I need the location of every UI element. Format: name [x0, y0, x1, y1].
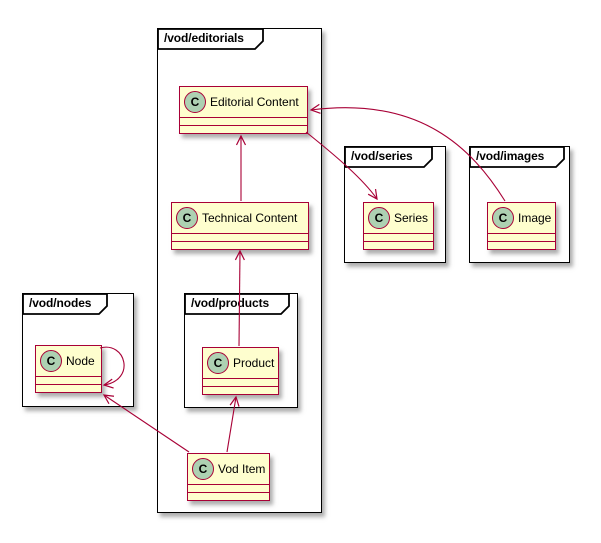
class-name: Product: [233, 356, 275, 370]
class-stereotype-icon: C: [207, 352, 229, 374]
package-label: /vod/images: [476, 149, 545, 163]
package-label: /vod/nodes: [29, 296, 92, 310]
class-methods-compartment: [488, 241, 555, 249]
class-stereotype-icon: C: [368, 207, 390, 229]
class-title-row: C Technical Content: [172, 203, 308, 233]
class-name: Image: [518, 211, 552, 225]
class-series: C Series: [363, 202, 434, 250]
class-title-row: C Vod Item: [188, 454, 269, 484]
class-title-row: C Series: [364, 203, 433, 233]
class-editorial-content: C Editorial Content: [179, 86, 308, 134]
class-node: C Node: [35, 345, 102, 393]
class-fields-compartment: [364, 233, 433, 241]
class-name: Vod Item: [218, 462, 266, 476]
class-stereotype-icon: C: [176, 207, 198, 229]
class-fields-compartment: [180, 117, 307, 125]
class-name: Editorial Content: [210, 95, 299, 109]
class-methods-compartment: [36, 384, 101, 392]
class-fields-compartment: [203, 378, 278, 386]
class-methods-compartment: [172, 241, 308, 249]
class-title-row: C Product: [203, 348, 278, 378]
class-methods-compartment: [180, 125, 307, 133]
class-fields-compartment: [188, 484, 269, 492]
package-tab-shape: [183, 292, 290, 315]
package-label: /vod/editorials: [164, 31, 244, 45]
class-fields-compartment: [488, 233, 555, 241]
class-stereotype-icon: C: [192, 458, 214, 480]
package-tab-shape: [21, 292, 108, 315]
class-fields-compartment: [36, 376, 101, 384]
class-name: Technical Content: [202, 211, 298, 225]
class-stereotype-icon: C: [492, 207, 514, 229]
class-image: C Image: [487, 202, 556, 250]
class-methods-compartment: [188, 492, 269, 500]
class-methods-compartment: [203, 386, 278, 394]
class-methods-compartment: [364, 241, 433, 249]
class-title-row: C Node: [36, 346, 101, 376]
class-name: Series: [394, 211, 429, 225]
class-technical-content: C Technical Content: [171, 202, 309, 250]
package-tab-shape: [156, 27, 264, 50]
class-stereotype-icon: C: [40, 350, 62, 372]
package-label: /vod/products: [191, 296, 270, 310]
class-product: C Product: [202, 347, 279, 395]
class-name: Node: [66, 354, 95, 368]
class-fields-compartment: [172, 233, 308, 241]
class-stereotype-icon: C: [184, 91, 206, 113]
class-title-row: C Editorial Content: [180, 87, 307, 117]
package-label: /vod/series: [351, 149, 413, 163]
class-vod-item: C Vod Item: [187, 453, 270, 501]
class-title-row: C Image: [488, 203, 555, 233]
